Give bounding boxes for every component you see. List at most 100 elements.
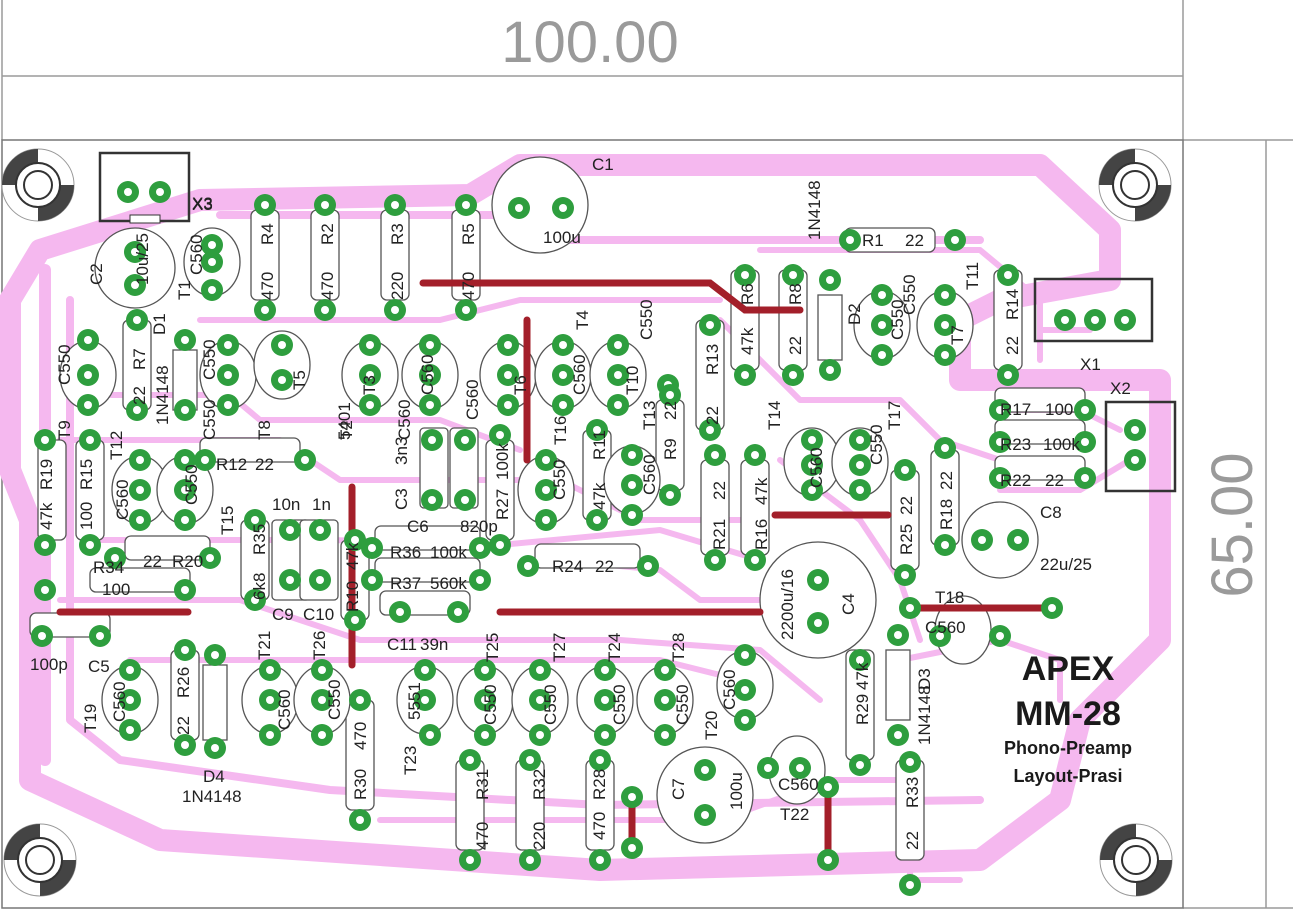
component-label: C2 <box>87 263 106 285</box>
solder-pad <box>887 624 909 646</box>
component-label: 100 <box>77 502 96 530</box>
solder-pad <box>419 334 441 356</box>
solder-pad <box>899 751 921 773</box>
component-label: 22 <box>143 552 162 571</box>
component-label: T18 <box>935 588 964 607</box>
solder-pad <box>344 529 366 551</box>
solder-pad <box>455 299 477 321</box>
component-label: R20 <box>172 552 203 571</box>
solder-pad <box>744 549 766 571</box>
component-label: R17 <box>1000 400 1031 419</box>
solder-pad <box>934 314 956 336</box>
component-label: C560 <box>778 775 819 794</box>
solder-pad <box>31 625 53 647</box>
component-label: C6 <box>407 517 429 536</box>
solder-pads <box>31 181 1146 896</box>
component-label: R14 <box>1003 289 1022 320</box>
component-label: 22 <box>1003 336 1022 355</box>
solder-pad <box>934 437 956 459</box>
solder-pad <box>535 449 557 471</box>
component-label: T25 <box>483 633 502 662</box>
solder-pad <box>659 484 681 506</box>
component-label: C560 <box>110 681 129 722</box>
solder-pad <box>607 394 629 416</box>
solder-pad <box>414 689 436 711</box>
solder-pad <box>254 194 276 216</box>
solder-pad <box>77 364 99 386</box>
solder-pad <box>989 431 1011 453</box>
solder-pad <box>201 234 223 256</box>
solder-pad <box>389 601 411 623</box>
solder-pad <box>129 509 151 531</box>
solder-pad <box>535 479 557 501</box>
component-label: 100 <box>102 580 130 599</box>
solder-pad <box>849 754 871 776</box>
solder-pad <box>517 555 539 577</box>
solder-pad <box>384 194 406 216</box>
component-label: C560 <box>807 447 826 488</box>
component-label: R3 <box>388 223 407 245</box>
solder-pad <box>174 579 196 601</box>
component-label: R22 <box>1000 471 1031 490</box>
component-label: R9 <box>661 438 680 460</box>
transistor-body <box>253 330 311 400</box>
component-label: R1 <box>862 231 884 250</box>
solder-pad <box>807 569 829 591</box>
solder-pad <box>529 659 551 681</box>
solder-pad <box>34 534 56 556</box>
solder-pad <box>819 359 841 381</box>
solder-pad <box>217 394 239 416</box>
solder-pad <box>807 612 829 634</box>
component-label: 22 <box>255 455 274 474</box>
component-label: R15 <box>77 459 96 490</box>
brand-model: MM-28 <box>1015 695 1121 733</box>
solder-pad <box>474 689 496 711</box>
electrolytic-cap-body <box>94 227 176 309</box>
component-label: D1 <box>150 313 169 335</box>
solder-pad <box>126 309 148 331</box>
solder-pad <box>309 569 331 591</box>
solder-pad <box>887 724 909 746</box>
component-label: C550 <box>200 339 219 380</box>
solder-pad <box>271 334 293 356</box>
solder-pad <box>871 344 893 366</box>
component-label: C550 <box>55 344 74 385</box>
solder-pad <box>839 229 861 251</box>
component-label: 470 <box>590 812 609 840</box>
solder-pad <box>699 314 721 336</box>
component-label: R28 <box>590 769 609 800</box>
solder-pad <box>734 364 756 386</box>
solder-pad <box>174 509 196 531</box>
solder-pad <box>694 759 716 781</box>
component-label: C550 <box>637 299 656 340</box>
solder-pad <box>254 299 276 321</box>
component-label: C550 <box>481 684 500 725</box>
component-label: 22 <box>903 831 922 850</box>
component-label: 22 <box>703 406 722 425</box>
component-label: C4 <box>839 593 858 615</box>
mounting-hole <box>3 823 77 897</box>
component-label: R11 <box>590 430 609 460</box>
solder-pad <box>621 504 643 526</box>
solder-pad <box>294 449 316 471</box>
brand-layout: Layout-Prasi <box>1013 766 1122 786</box>
electrolytic-cap-body <box>491 156 589 254</box>
component-label: T21 <box>255 631 274 660</box>
solder-pad <box>552 394 574 416</box>
component-label: 22 <box>661 401 680 420</box>
electrolytic-cap-body <box>656 746 754 844</box>
solder-pad <box>594 724 616 746</box>
component-label: T7 <box>948 325 967 345</box>
solder-pad <box>1084 309 1106 331</box>
solder-pad <box>459 849 481 871</box>
solder-pad <box>311 689 333 711</box>
solder-pad <box>311 724 333 746</box>
diode-body <box>885 649 911 721</box>
solder-pad <box>149 181 171 203</box>
solder-pad <box>79 429 101 451</box>
component-label: C560 <box>395 399 414 440</box>
solder-pad <box>474 724 496 746</box>
solder-pad <box>384 299 406 321</box>
solder-pad <box>929 625 951 647</box>
